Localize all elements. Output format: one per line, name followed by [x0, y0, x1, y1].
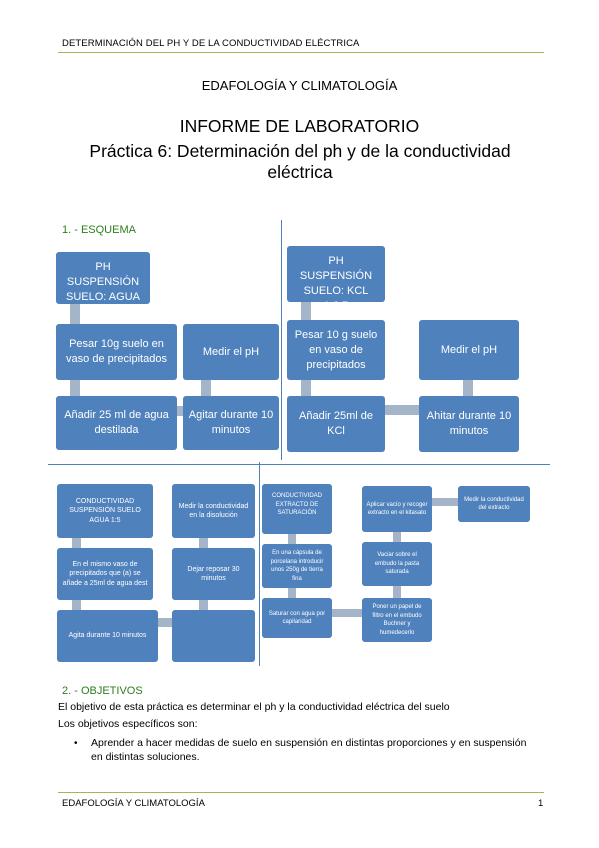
flow-box-extracto-head: CONDUCTIVIDAD EXTRACTO DE SATURACIÓN [262, 484, 332, 534]
connector [301, 300, 311, 322]
flow-box-ph-agua-step2: Añadir 25 ml de agua destilada [56, 396, 177, 450]
practice-title: Práctica 6: Determinación del ph y de la… [89, 141, 511, 182]
diagram-divider-horizontal [48, 464, 550, 465]
flow-box-ph-kcl-step2: Añadir 25ml de KCl [287, 396, 385, 452]
flow-box-extracto-step3: Poner un papel de filtro en el embudo Bu… [362, 598, 432, 642]
connector [72, 536, 81, 550]
objective-paragraph: El objetivo de esta práctica es determin… [58, 701, 450, 713]
flow-box-extracto-step6: Medir la conductividad del extracto [458, 486, 530, 522]
flow-box-conductividad-step4: Dejar reposar 30 minutos [172, 548, 255, 600]
section-1-heading: 1. - ESQUEMA [62, 224, 136, 236]
footer-label: EDAFOLOGÍA Y CLIMATOLOGÍA [62, 798, 205, 809]
connector [70, 377, 80, 397]
flow-box-ph-agua-step3: Agitar durante 10 minutos [183, 396, 279, 450]
flow-box-extracto-step1: En una cápsula de porcelana introducir u… [262, 544, 332, 588]
page-number: 1 [538, 798, 544, 809]
connector [72, 598, 81, 612]
flow-box-ph-agua-head: PH SUSPENSIÓN SUELO: AGUA 1:2,5 (a) [56, 252, 150, 318]
flow-box-conductividad-step2: Agita durante 10 minutos [57, 610, 158, 662]
report-title: INFORME DE LABORATORIO [179, 116, 420, 136]
connector [199, 598, 208, 612]
bullet-text-line2: en distintas soluciones. [91, 751, 200, 763]
header-rule [58, 52, 544, 53]
connector [199, 536, 208, 550]
running-header: DETERMINACIÓN DEL PH Y DE LA CONDUCTIVID… [62, 38, 360, 49]
connector [463, 379, 473, 399]
flow-box-ph-kcl-step3: Ahitar durante 10 minutos [419, 396, 519, 452]
connector [201, 377, 211, 397]
flow-box-extracto-step5: Aplicar vacío y recoger extracto en el k… [362, 486, 432, 532]
flow-box-conductividad-step5: Medir la conductividad en la disolución [172, 484, 255, 538]
diagram-divider-vertical-bottom [259, 462, 260, 666]
flow-box-ph-kcl-step1: Pesar 10 g suelo en vaso de precipitados [287, 320, 385, 380]
bullet-marker: • [74, 738, 78, 749]
footer-rule [58, 792, 544, 793]
connector [385, 405, 419, 415]
specific-objectives-intro: Los objetivos específicos son: [58, 718, 198, 730]
connector [288, 532, 296, 546]
connector [393, 585, 401, 599]
connector [158, 618, 172, 627]
connector [393, 530, 401, 544]
flow-box-conductividad-step1: En el mismo vaso de precipitados que (a)… [57, 548, 153, 600]
flow-box-ph-kcl-step4: Medir el pH [419, 320, 519, 380]
connector [332, 609, 362, 617]
flow-box-ph-kcl-head: PH SUSPENSIÓN SUELO: KCL 1:2,5 [287, 246, 385, 312]
flow-box-ph-agua-step1: Pesar 10g suelo en vaso de precipitados [56, 324, 177, 380]
flow-box-ph-agua-step4: Medir el pH [183, 324, 279, 380]
connector [301, 378, 311, 398]
diagram-divider-vertical-top [281, 220, 282, 460]
subject-title: EDAFOLOGÍA Y CLIMATOLOGÍA [201, 78, 398, 93]
connector [70, 302, 80, 324]
flow-box-conductividad-head: CONDUCTIVIDAD SUSPENSIÓN SUELO AGUA 1:5 [57, 484, 153, 538]
flow-box-extracto-step2: Saturar con agua por capilaridad [262, 598, 332, 638]
section-2-heading: 2. - OBJETIVOS [62, 685, 143, 697]
flow-box-conductividad-step3 [172, 610, 255, 662]
flow-box-extracto-step4: Vaciar sobre el embudo la pasta saturada [362, 542, 432, 586]
connector [288, 586, 296, 600]
bullet-text-line1: Aprender a hacer medidas de suelo en sus… [91, 737, 527, 749]
connector [432, 498, 458, 506]
